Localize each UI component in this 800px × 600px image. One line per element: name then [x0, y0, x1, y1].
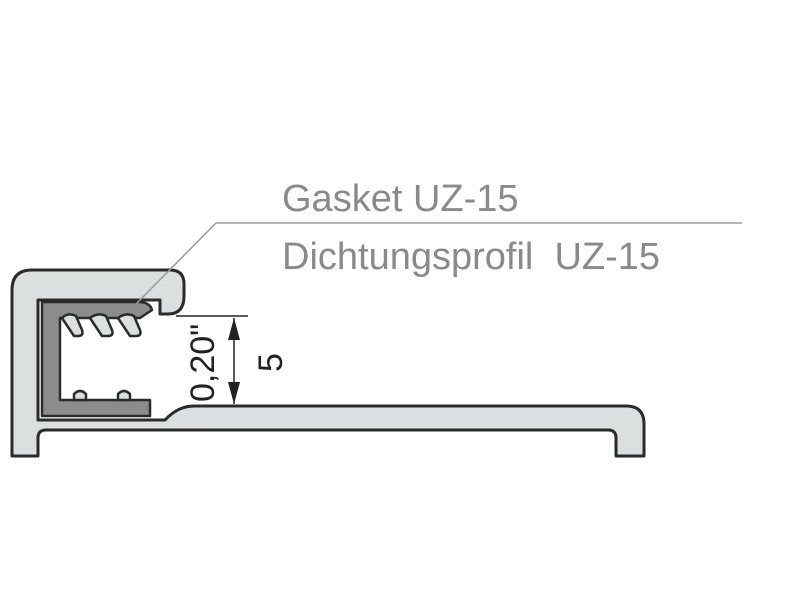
gasket-upper-lip-left — [60, 313, 84, 338]
dimension-arrow-bottom — [228, 382, 240, 404]
gasket-outer-shape — [40, 300, 154, 418]
dimension-inches-label: 0,20" — [184, 324, 222, 402]
gasket-upper-lip-middle — [88, 313, 114, 338]
gasket-label-de: Dichtungsprofil UZ-15 — [282, 236, 660, 278]
gasket-lower-rib-left — [72, 389, 88, 402]
dimension-gap: 0,20" 5 — [176, 315, 290, 404]
gasket-label-en: Gasket UZ-15 — [282, 178, 519, 220]
frame-profile — [10, 268, 646, 458]
leader-line-diagonal — [135, 222, 217, 305]
dimension-mm-label: 5 — [252, 353, 290, 372]
leader-line — [135, 222, 742, 305]
gasket-upper-lip-right — [116, 313, 142, 338]
frame-profile-shape — [10, 268, 646, 458]
dimension-arrow-top — [228, 318, 240, 340]
gasket-uz15 — [40, 300, 154, 418]
gasket-lower-rib-right — [116, 389, 132, 402]
